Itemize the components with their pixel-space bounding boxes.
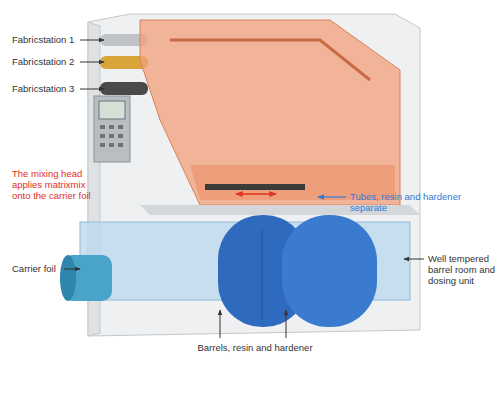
station-label: Fabricstation 1 bbox=[12, 34, 82, 45]
traverse-arrow bbox=[236, 193, 276, 195]
part-label: Carrier foil bbox=[12, 263, 62, 274]
hood-bar bbox=[170, 40, 370, 80]
station-label: Fabricstation 3 bbox=[12, 83, 82, 94]
mixing-head bbox=[205, 184, 305, 190]
part-label: Well tempered barrel room and dosing uni… bbox=[428, 253, 496, 286]
fabric-roll bbox=[100, 82, 148, 95]
mixing-head-note: The mixing head applies matrixmix onto t… bbox=[12, 168, 94, 201]
orange-hood bbox=[140, 20, 400, 205]
leader-lines bbox=[64, 40, 424, 338]
tubes-leader bbox=[318, 196, 346, 197]
tubes-note: Tubes, resin and hardener separate bbox=[350, 191, 468, 213]
panel-screen bbox=[99, 101, 125, 119]
control-panel bbox=[94, 96, 130, 162]
barrel-seam bbox=[262, 230, 263, 320]
panel-buttons bbox=[100, 125, 123, 147]
part-label: Barrels, resin and hardener bbox=[180, 342, 330, 353]
barrel bbox=[282, 215, 377, 327]
roll-end bbox=[60, 255, 76, 301]
station-label: Fabricstation 2 bbox=[12, 56, 82, 67]
